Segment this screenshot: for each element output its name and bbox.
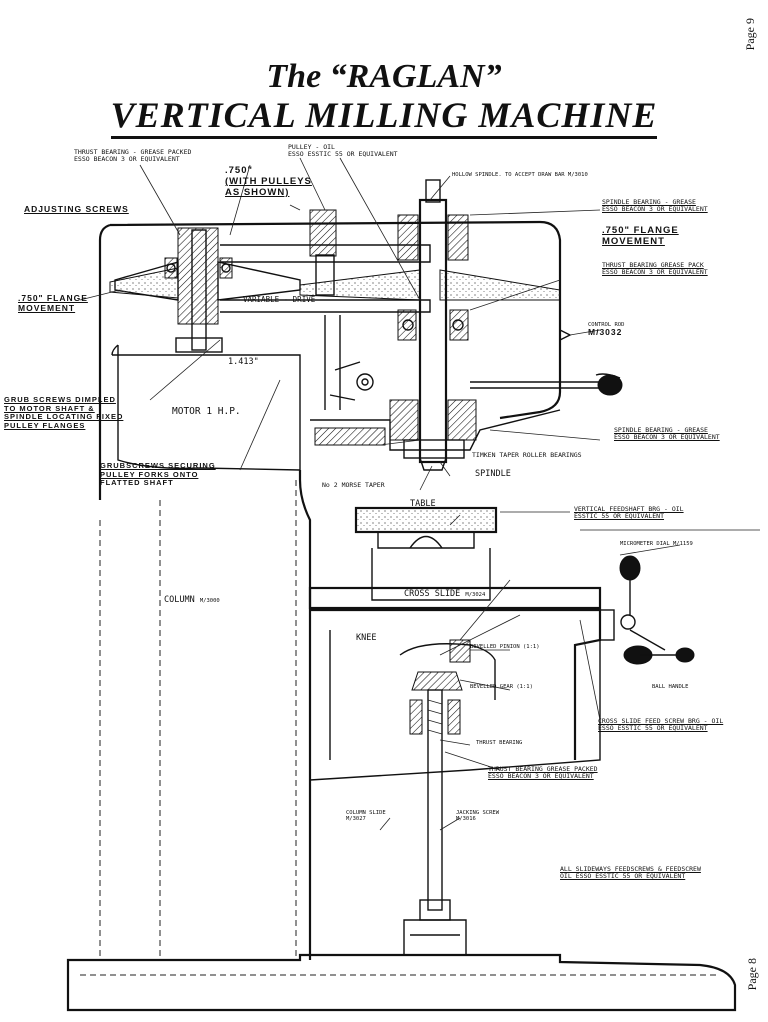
label-jacking-screw-number: M/3016 — [456, 816, 476, 823]
control-rod-knob — [595, 373, 621, 379]
label-variable-drive: VARIABLE - DRIVE — [243, 295, 316, 304]
label-adjusting-screws: ADJUSTING SCREWS — [24, 204, 129, 214]
base — [66, 953, 737, 1012]
label-control-rod: CONTROL ROD M/3032 — [588, 322, 625, 338]
label-cross-slide: CROSS SLIDE M/3024 — [404, 589, 486, 599]
label-column-number: M/3000 — [199, 598, 220, 604]
label-column: COLUMN M/3000 — [164, 595, 220, 605]
title-line-2: VERTICAL MILLING MACHINE — [0, 94, 768, 139]
label-knee: KNEE — [356, 633, 377, 643]
label-dim-1413: 1.413" — [228, 357, 259, 367]
label-column-slide-number: M/3027 — [346, 816, 366, 823]
label-control-rod-number: M/3032 — [588, 327, 623, 338]
label-morse-taper: No 2 MORSE TAPER — [322, 481, 385, 489]
label-table: TABLE — [410, 499, 436, 509]
label-spindle: SPINDLE — [475, 469, 511, 479]
leader-lines — [79, 157, 760, 831]
table — [355, 507, 497, 533]
column — [99, 480, 297, 960]
label-micrometer-dial: MICROMETER DIAL M/1159 — [620, 541, 693, 547]
label-ball-handle: BALL HANDLE — [652, 684, 689, 690]
label-motor: MOTOR 1 H.P. — [172, 406, 241, 417]
jacking-screw — [427, 689, 443, 911]
label-bevelled-gear: BEVELLED GEAR (1:1) — [470, 684, 533, 690]
label-bevelled-pinion: BEVELLED PINION (1:1) — [470, 644, 540, 650]
left-pulley-hub — [177, 227, 219, 325]
motor-housing — [117, 345, 301, 471]
label-cross-slide-number: M/3024 — [465, 592, 486, 598]
label-hollow-spindle: HOLLOW SPINDLE. TO ACCEPT DRAW BAR M/301… — [452, 172, 588, 178]
spindle — [418, 198, 448, 464]
label-timken: TIMKEN TAPER ROLLER BEARINGS — [472, 451, 582, 459]
label-thrust-bearing-low: THRUST BEARING — [476, 740, 523, 746]
head-casing — [98, 220, 562, 500]
title-line-1: The “RAGLAN” — [266, 58, 502, 95]
